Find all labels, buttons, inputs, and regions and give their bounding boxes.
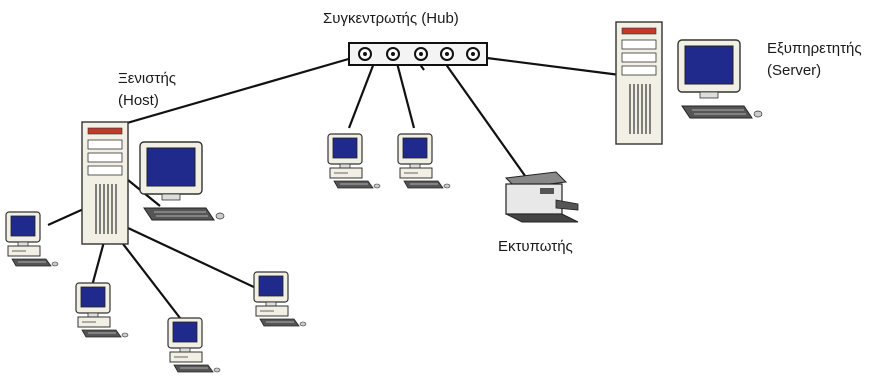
cable-hub-pc1 xyxy=(347,62,376,129)
cable-hub-server xyxy=(486,56,621,77)
server-label: Εξυπηρετητής xyxy=(767,40,862,57)
cable-hub-printer xyxy=(444,62,529,181)
host-label-sub: (Host) xyxy=(118,92,159,109)
hub xyxy=(348,42,488,66)
workstation-host-4 xyxy=(253,271,307,327)
workstation-host-2 xyxy=(75,282,129,338)
server-label-sub: (Server) xyxy=(767,62,822,79)
hub-label: Συγκεντρωτής (Hub) xyxy=(323,10,459,27)
host-computer xyxy=(81,121,225,245)
cable-host-pc-b1 xyxy=(90,237,107,287)
host-label: Ξενιστής xyxy=(118,70,177,87)
printer-label: Εκτυπωτής xyxy=(498,238,573,255)
workstation-hub-1 xyxy=(327,133,381,189)
network-cables xyxy=(47,56,621,319)
workstation-hub-2 xyxy=(397,133,451,189)
workstation-host-3 xyxy=(167,317,221,373)
cable-host-hub xyxy=(119,56,353,127)
workstation-host-1 xyxy=(5,211,59,267)
printer xyxy=(504,171,579,223)
cable-host-pc-b2 xyxy=(119,239,181,319)
server-computer xyxy=(615,21,763,145)
cable-host-pc-b3 xyxy=(127,227,257,289)
cable-hub-pc2 xyxy=(395,62,416,129)
